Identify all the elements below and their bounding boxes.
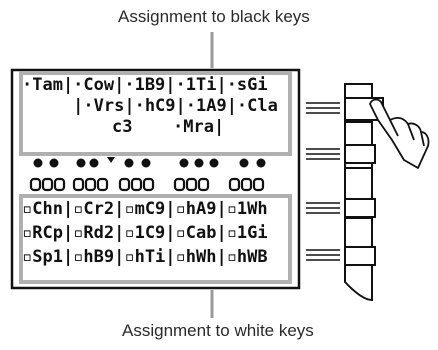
white-key-boxes (29, 177, 265, 192)
white-keys-row-1: ▫Chn|▫Cr2|▫mC9|▫hA9|▫1Wh (22, 199, 268, 219)
black-key-dots (33, 158, 266, 168)
cursor-marker (107, 157, 115, 163)
caption-white-keys: Assignment to white keys (122, 321, 314, 340)
black-keys-row-3: ·Mra| (173, 117, 225, 137)
white-keys-highlight-frame (19, 194, 292, 284)
black-keys-row-1: ·Tam|·Cow|·1B9|·1Ti|·sGi (22, 75, 268, 95)
lcd-frame (10, 68, 301, 290)
hand-illustration (369, 98, 430, 169)
black-keys-row-2: |·Vrs|·hC9|·1A9|·Cla (22, 96, 278, 116)
white-keys-row-2: ▫RCp|▫Rd2|▫1C9|▫Cab|▫1Gi (22, 223, 268, 243)
caption-black-keys: Assignment to black keys (118, 7, 310, 26)
white-keys-row-3: ▫Sp1|▫hB9|▫hTi|▫hWh|▫hWB (22, 247, 268, 267)
black-keys-octave: c3 (112, 117, 133, 137)
keyboard-illustration (306, 83, 384, 302)
black-keys-highlight-frame (19, 71, 292, 156)
